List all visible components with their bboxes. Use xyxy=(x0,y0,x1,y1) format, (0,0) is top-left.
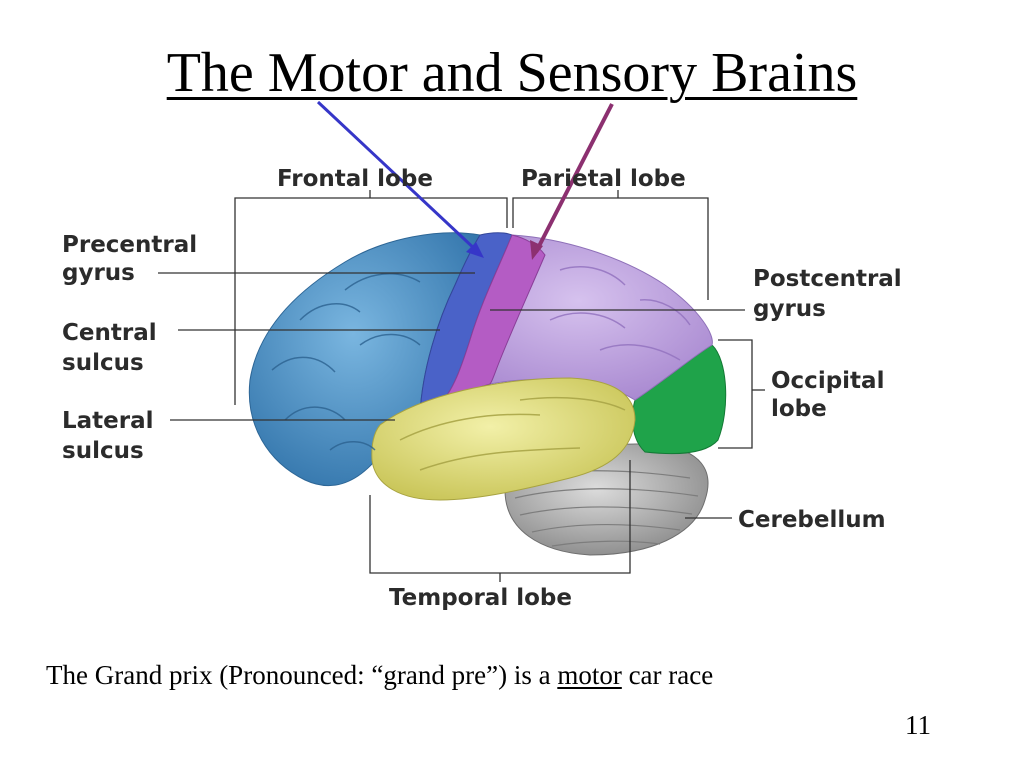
occipital-lobe-label-line2: lobe xyxy=(771,396,827,422)
postcentral-gyrus-region xyxy=(443,234,546,399)
frontal-gyri xyxy=(271,273,421,451)
caption-text-before: The Grand prix (Pronounced: “grand pre”)… xyxy=(46,660,558,690)
caption-text-after: car race xyxy=(621,660,714,690)
temporal-lobe-region xyxy=(371,377,636,501)
postcentral-gyrus-label-line1: Postcentral xyxy=(753,266,902,292)
central-sulcus-label-line1: Central xyxy=(62,320,157,346)
postcentral-gyrus-label-line2: gyrus xyxy=(753,296,826,322)
page-number: 11 xyxy=(905,710,931,740)
caption-emphasis-motor: motor xyxy=(557,660,622,690)
parietal-gyri xyxy=(549,266,691,361)
precentral-gyrus-label-line2: gyrus xyxy=(62,260,135,286)
motor-arrow xyxy=(316,100,484,258)
temporal-lobe-label: Temporal lobe xyxy=(389,585,572,611)
sensory-arrow xyxy=(530,103,614,260)
slide-caption: The Grand prix (Pronounced: “grand pre”)… xyxy=(46,660,713,691)
slide-title: The Motor and Sensory Brains xyxy=(0,40,1024,106)
temporal-gyri xyxy=(399,396,626,471)
slide-title-text: The Motor and Sensory Brains xyxy=(166,42,858,104)
lateral-sulcus-label-line1: Lateral xyxy=(62,408,154,434)
leader-lines xyxy=(158,272,745,519)
lateral-sulcus-label-line2: sulcus xyxy=(62,438,144,464)
frontal-lobe-label: Frontal lobe xyxy=(277,166,433,192)
parietal-lobe-label: Parietal lobe xyxy=(521,166,686,192)
cerebellum-label: Cerebellum xyxy=(738,507,886,533)
central-sulcus-label-line2: sulcus xyxy=(62,350,144,376)
bracket-lines xyxy=(234,190,765,582)
precentral-gyrus-label-line1: Precentral xyxy=(62,232,197,258)
occipital-lobe-label-line1: Occipital xyxy=(771,368,884,394)
